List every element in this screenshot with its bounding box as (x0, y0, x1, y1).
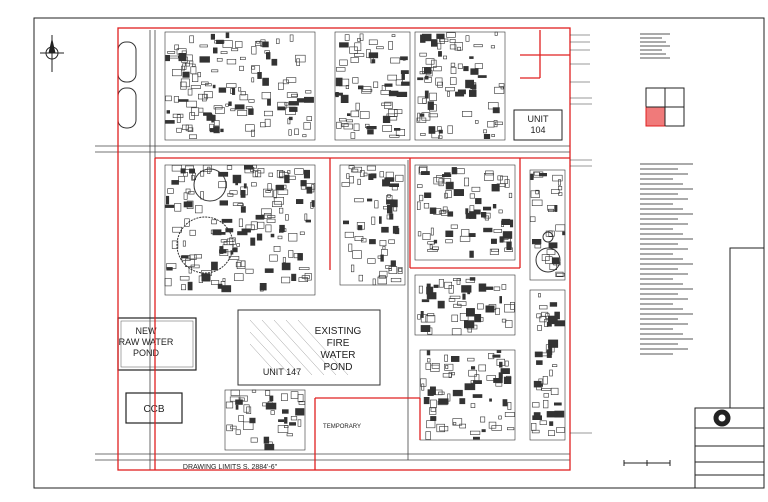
scale-bar (623, 460, 671, 466)
company-seal-icon (713, 409, 731, 427)
existing-fire-water-pond: EXISTING FIRE WATER POND UNIT 147 (237, 309, 381, 386)
new-pond-label-1: NEW (136, 326, 158, 336)
pond-label-4: POND (324, 362, 353, 373)
new-pond-label-2: RAW WATER (119, 337, 174, 347)
key-plan-icon (645, 87, 685, 127)
unit-104-label-line2: 104 (530, 125, 545, 135)
temporary-label: TEMPORARY (323, 424, 361, 430)
left-tanks (117, 41, 561, 274)
red-boundaries (117, 27, 571, 471)
drawing-limits-label: DRAWING LIMITS S. 2884'-6" (183, 464, 278, 471)
legend-text-lines (640, 33, 693, 355)
unit-104-label-line1: UNIT (528, 114, 549, 124)
new-pond-label-3: POND (133, 348, 160, 358)
pond-label-2: FIRE (327, 338, 350, 349)
north-arrow-icon (40, 35, 64, 72)
unit-104-block: UNIT 104 (513, 109, 563, 141)
unit-147-label: UNIT 147 (263, 367, 301, 377)
pond-label-3: WATER (321, 350, 356, 361)
pond-label-1: EXISTING (315, 326, 362, 337)
right-tag-lines (570, 34, 592, 434)
ccb-label: CCB (143, 404, 164, 415)
new-raw-water-pond: NEW RAW WATER POND (117, 317, 197, 371)
title-block (694, 247, 765, 489)
equipment-blocks (164, 31, 566, 451)
ccb-block: CCB (125, 392, 183, 424)
